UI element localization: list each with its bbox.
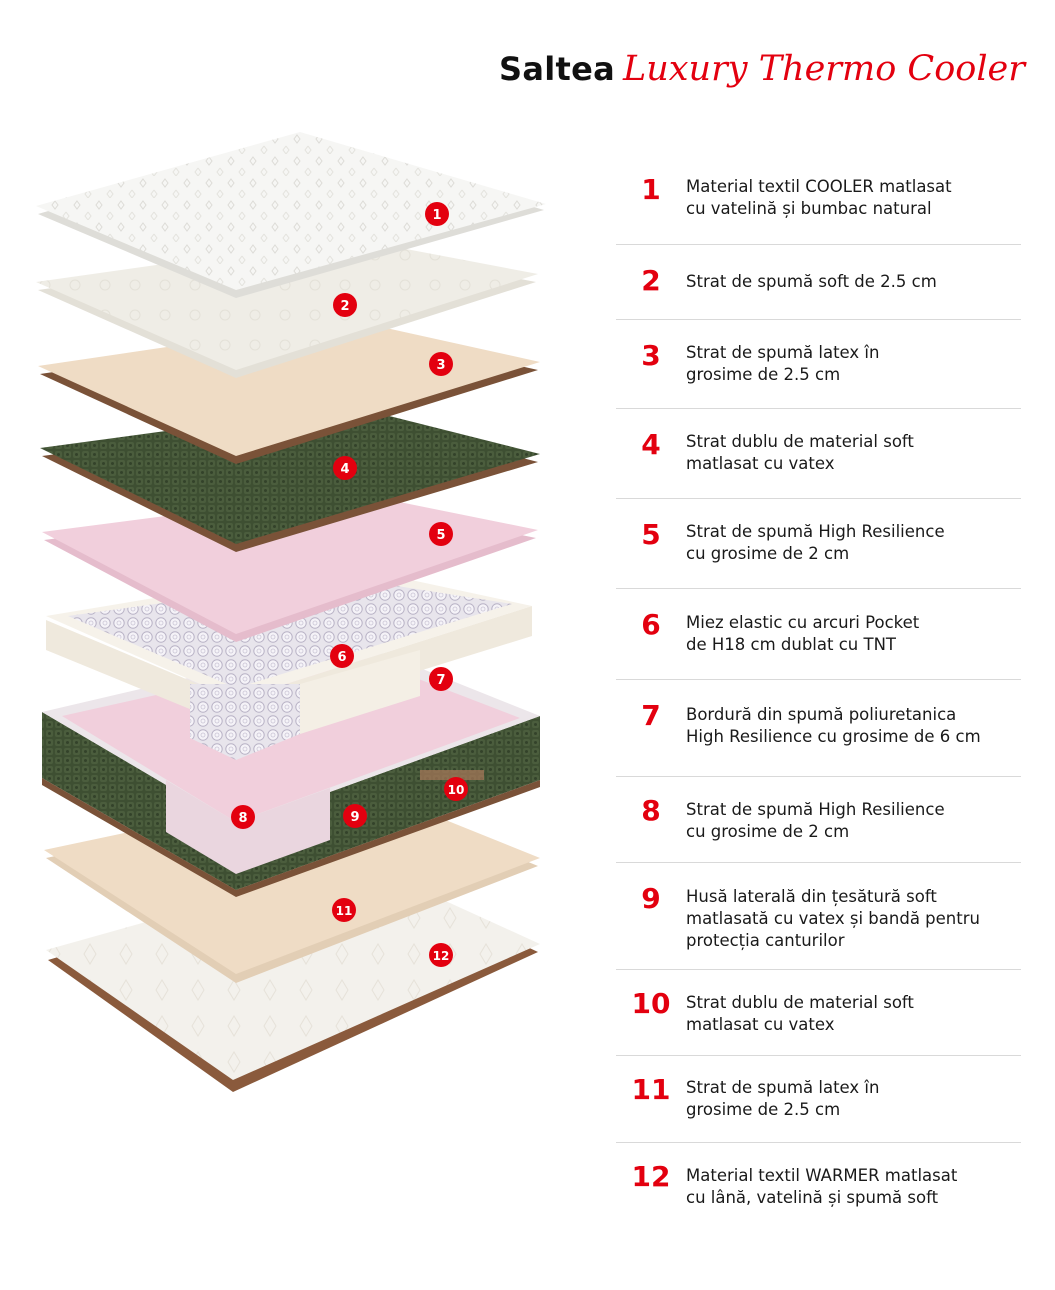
layer-4-green-fabric: [40, 406, 540, 552]
legend-description: Strat dublu de material soft matlasat cu…: [686, 432, 914, 473]
svg-text:11: 11: [336, 904, 353, 918]
badge-3: 3: [429, 352, 453, 376]
legend-row: 10 Strat dublu de material soft matlasat…: [616, 970, 1021, 1056]
legend-description: Husă laterală din țesătură soft matlasat…: [686, 887, 980, 950]
layers-legend: 1 Material textil COOLER matlasat cu vat…: [616, 160, 1021, 1223]
svg-text:6: 6: [337, 650, 346, 665]
legend-description: Material textil COOLER matlasat cu vatel…: [686, 177, 952, 218]
legend-description: Strat de spumă latex în grosime de 2.5 c…: [686, 1078, 880, 1119]
badge-1: 1: [425, 202, 449, 226]
svg-text:8: 8: [238, 811, 247, 826]
badge-11: 11: [332, 898, 356, 922]
legend-row: 4 Strat dublu de material soft matlasat …: [616, 409, 1021, 499]
badge-10: 10: [444, 777, 468, 801]
svg-text:12: 12: [433, 949, 450, 963]
badge-5: 5: [429, 522, 453, 546]
title-prefix: Saltea: [499, 50, 616, 88]
badge-2: 2: [333, 293, 357, 317]
badge-4: 4: [333, 456, 357, 480]
legend-number: 1: [641, 173, 661, 206]
legend-number: 11: [631, 1073, 671, 1106]
svg-text:9: 9: [350, 810, 359, 825]
legend-description: Bordură din spumă poliuretanica High Res…: [686, 705, 981, 746]
badge-7: 7: [429, 667, 453, 691]
mattress-layers-diagram: 1 2 3 4 5 6 7 8 9 10 11 12: [36, 132, 546, 1092]
layer-1-cooler-fabric: [36, 132, 546, 298]
legend-number: 2: [641, 264, 661, 297]
legend-description: Strat de spumă soft de 2.5 cm: [686, 272, 937, 291]
legend-number: 4: [641, 428, 661, 461]
layer-2-soft-foam: [36, 238, 538, 378]
legend-row: 9 Husă laterală din țesătură soft matlas…: [616, 863, 1021, 970]
legend-row: 11 Strat de spumă latex în grosime de 2.…: [616, 1056, 1021, 1143]
legend-number: 5: [641, 518, 661, 551]
badge-8: 8: [231, 805, 255, 829]
svg-text:1: 1: [432, 208, 441, 223]
layer-3-latex: [38, 320, 540, 464]
legend-number: 12: [631, 1160, 671, 1193]
legend-row: 6 Miez elastic cu arcuri Pocket de H18 c…: [616, 589, 1021, 680]
svg-text:2: 2: [340, 299, 349, 314]
legend-description: Strat dublu de material soft matlasat cu…: [686, 993, 914, 1034]
legend-number: 3: [641, 339, 661, 372]
legend-number: 6: [641, 608, 661, 641]
legend-row: 3 Strat de spumă latex în grosime de 2.5…: [616, 320, 1021, 409]
legend-row: 12 Material textil WARMER matlasat cu lâ…: [616, 1143, 1021, 1223]
legend-row: 5 Strat de spumă High Resilience cu gros…: [616, 499, 1021, 589]
legend-description: Strat de spumă latex în grosime de 2.5 c…: [686, 343, 880, 384]
layer-5-hr-foam: [42, 492, 538, 642]
badge-9: 9: [343, 804, 367, 828]
title-product-name: Luxury Thermo Cooler: [623, 49, 1025, 89]
legend-description: Material textil WARMER matlasat cu lână,…: [686, 1166, 958, 1207]
legend-number: 7: [641, 699, 661, 732]
svg-text:5: 5: [436, 528, 445, 543]
legend-description: Strat de spumă High Resilience cu grosim…: [686, 800, 945, 841]
legend-row: 7 Bordură din spumă poliuretanica High R…: [616, 680, 1021, 777]
svg-text:4: 4: [340, 462, 349, 477]
svg-text:7: 7: [436, 673, 445, 688]
badge-12: 12: [429, 943, 453, 967]
svg-text:3: 3: [436, 358, 445, 373]
legend-description: Miez elastic cu arcuri Pocket de H18 cm …: [686, 613, 920, 654]
legend-row: 2 Strat de spumă soft de 2.5 cm: [616, 245, 1021, 320]
legend-row: 8 Strat de spumă High Resilience cu gros…: [616, 777, 1021, 863]
legend-description: Strat de spumă High Resilience cu grosim…: [686, 522, 945, 563]
legend-number: 9: [641, 882, 661, 915]
svg-text:10: 10: [448, 783, 465, 797]
legend-row: 1 Material textil COOLER matlasat cu vat…: [616, 160, 1021, 245]
legend-number: 8: [641, 794, 661, 827]
legend-number: 10: [631, 987, 671, 1020]
badge-6: 6: [330, 644, 354, 668]
